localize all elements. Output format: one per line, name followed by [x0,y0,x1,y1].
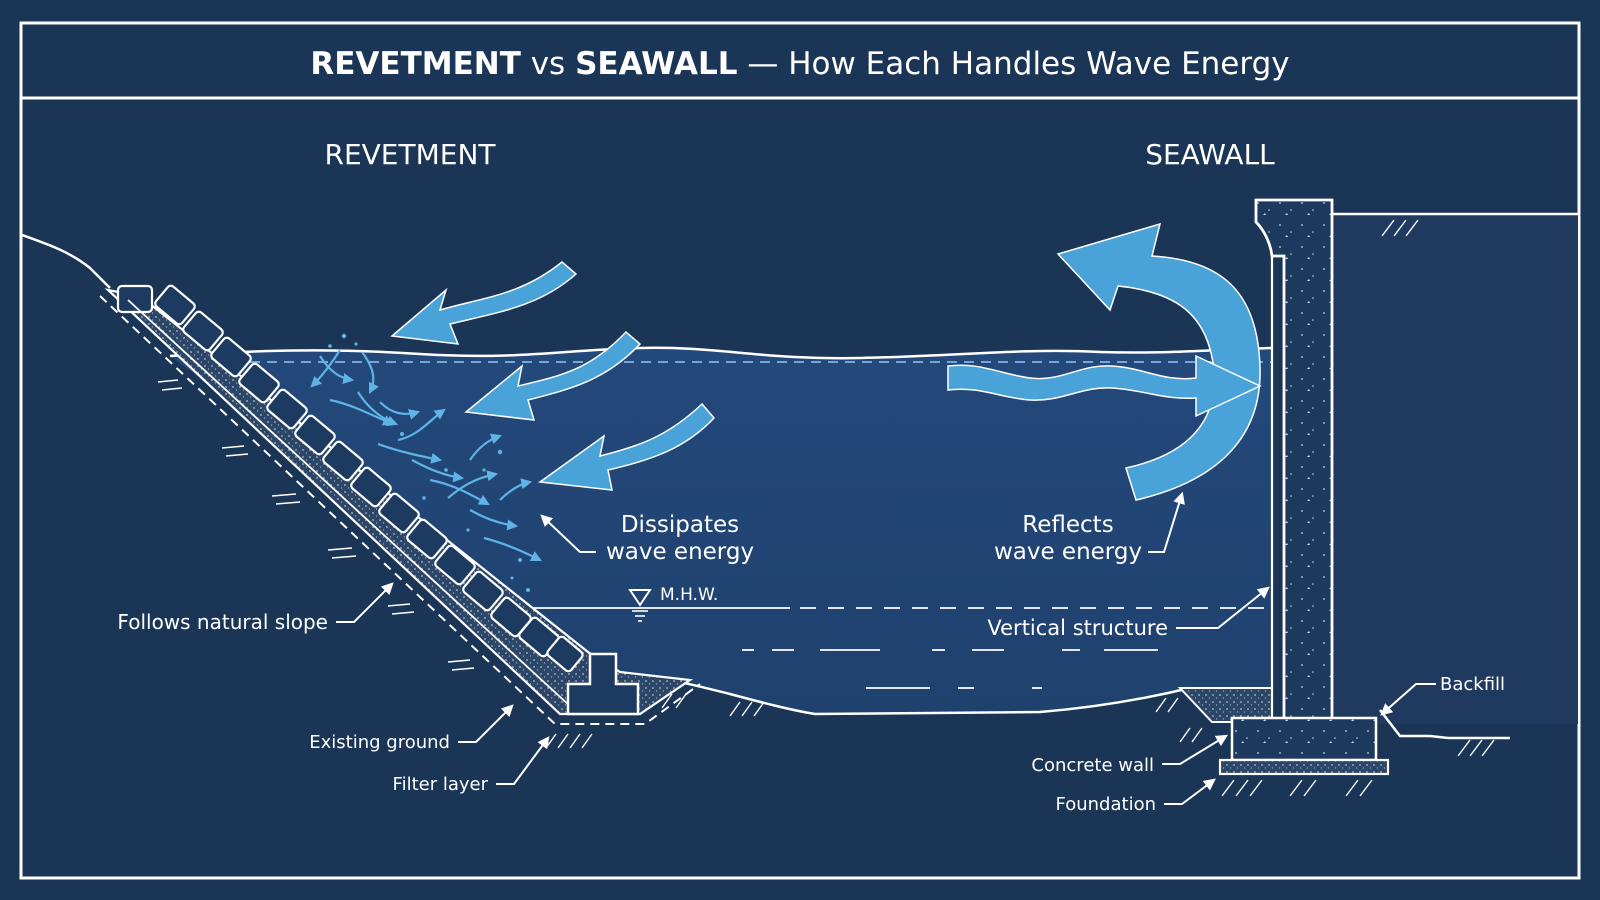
follows-slope-label: Follows natural slope [117,610,328,634]
mhw-label: M.H.W. [660,585,718,605]
foundation-leader [1164,778,1216,805]
backfill-land [1330,214,1578,724]
dissipates-label-line2: wave energy [606,539,754,565]
inner-slope-line [127,299,571,707]
existing-ground-leader [458,704,514,743]
incoming-wavy-arrow [947,354,1262,418]
incoming-arrow-3 [537,402,716,491]
underwater-dashes [742,649,1158,689]
title-vs: vs [521,46,575,82]
armor-stones [116,284,584,673]
incoming-arrow-1 [390,261,578,345]
vertical-structure-leader [1176,586,1270,629]
reflects-label-line1: Reflects [1022,512,1113,538]
toe-block [566,652,640,716]
backfill-label: Backfill [1440,674,1505,695]
filter-layer-leader [496,736,550,785]
foundation-slab [1218,758,1390,776]
outer-frame [19,21,1581,880]
right-ground-line [1379,709,1510,740]
revetment-heading: REVETMENT [325,138,497,171]
water-body [170,347,1272,714]
ground-hatching-left [157,379,765,749]
wall-footing [1230,716,1378,762]
concrete-wall-label: Concrete wall [1031,755,1154,776]
foundation-label: Foundation [1056,794,1156,815]
dissipation-swirls [310,349,542,561]
page-title: REVETMENT vs SEAWALL — How Each Handles … [310,46,1289,82]
existing-ground-label: Existing ground [309,732,450,753]
foundation-hatching [1155,697,1373,797]
reflected-wave-arrows [947,222,1262,501]
reflects-label-line2: wave energy [994,539,1142,565]
backfill-hatching [1381,219,1419,237]
follows-slope-leader [336,582,394,623]
bank-top [21,233,111,289]
backfill-leader [1380,683,1436,716]
title-seawall: SEAWALL [575,46,737,82]
vertical-structure-label: Vertical structure [987,616,1168,640]
concrete-wall-leader [1162,734,1229,765]
incoming-wave-arrows [390,261,716,491]
dissipates-leader [540,514,596,553]
mhw-symbol [628,589,652,622]
filter-layer-label: Filter layer [393,774,489,795]
seawall-heading: SEAWALL [1145,138,1275,171]
dissipates-label-line1: Dissipates [621,512,739,538]
reflects-leader [1148,491,1185,553]
water-surface [169,346,1273,360]
title-suffix: — How Each Handles Wave Energy [737,46,1289,82]
spray-dots [328,333,530,592]
right-ground-hatching [1457,739,1495,757]
title-revetment: REVETMENT [310,46,520,82]
incoming-arrow-2 [464,330,642,421]
